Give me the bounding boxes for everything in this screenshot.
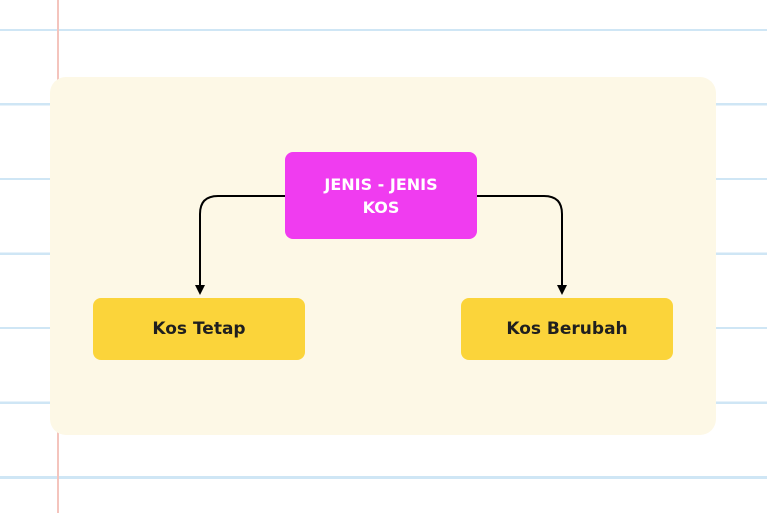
root-node-jenis-kos: JENIS - JENIS KOS [285, 152, 477, 239]
child-node-kos-berubah: Kos Berubah [461, 298, 673, 360]
child-node-kos-tetap: Kos Tetap [93, 298, 305, 360]
child-node-label: Kos Tetap [152, 319, 246, 339]
root-node-label: JENIS - JENIS KOS [324, 174, 438, 217]
diagram-panel [50, 77, 716, 435]
connector-root-to-kos-berubah [477, 195, 567, 295]
connector-root-to-kos-tetap [195, 195, 285, 295]
child-node-label: Kos Berubah [506, 319, 628, 339]
